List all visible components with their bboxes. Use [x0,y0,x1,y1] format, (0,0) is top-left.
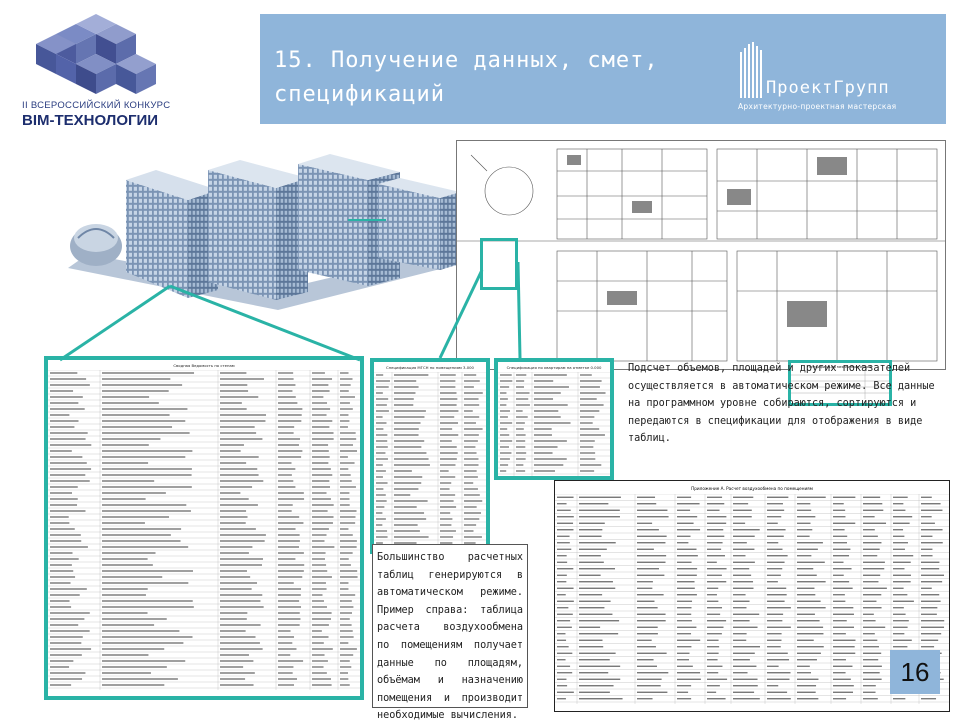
drawing-highlight [480,238,518,290]
walls-schedule-title: Сводная Ведомость по стенам [48,360,360,370]
tables-description: Большинство расчетных таблиц генерируютс… [372,544,528,708]
auto-calc-description: Подсчет объемов, площадей и других показ… [628,360,948,448]
rooms-schedule-panel: Спецификация МГСН по помещениям 3-000 [370,358,490,554]
airflow-calculation-title: Приложение А. Расчет воздухообмена по по… [555,481,949,494]
cube-logo-icon [26,14,168,100]
company-subtitle: Архитектурно-проектная мастерская [738,102,896,111]
walls-schedule-table [48,370,360,690]
apartments-schedule-panel: Спецификация по квартирам на отметке 0.0… [494,358,614,480]
drawing-sheet-main [456,140,946,370]
rooms-schedule-table [374,372,486,552]
walls-schedule-panel: Сводная Ведомость по стенам [44,356,364,700]
contest-name: II ВСЕРОССИЙСКИЙ КОНКУРС [22,100,182,111]
apartments-schedule-title: Спецификация по квартирам на отметке 0.0… [498,362,610,372]
contest-logo: II ВСЕРОССИЙСКИЙ КОНКУРС BIM-ТЕХНОЛОГИИ [22,14,172,134]
slide-title: 15. Получение данных, смет, спецификаций [274,44,704,112]
title-banner: 15. Получение данных, смет, спецификаций… [260,14,946,124]
contest-title: BIM-ТЕХНОЛОГИИ [22,112,182,129]
columns-logo-icon [738,42,768,102]
rooms-schedule-title: Спецификация МГСН по помещениям 3-000 [374,362,486,372]
building-3d-model [48,150,468,350]
company-logo: ПроектГрупп Архитектурно-проектная масте… [738,42,938,114]
apartments-schedule-table [498,372,610,478]
page-number: 16 [890,650,940,694]
floor-plan-drawing [457,141,945,369]
company-name: ПроектГрупп [766,78,890,98]
